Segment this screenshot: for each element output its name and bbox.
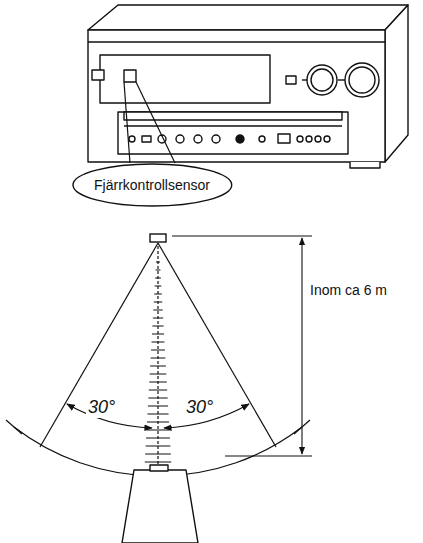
callout-bubble: Fjärrkontrollsensor xyxy=(72,163,233,207)
callout-lines xyxy=(124,82,175,163)
angle-label: 30° xyxy=(86,398,117,418)
remote-control xyxy=(122,465,198,543)
dimension xyxy=(172,236,312,456)
angle-label: 30° xyxy=(184,398,215,418)
receiver xyxy=(88,5,408,168)
sensor xyxy=(150,234,166,242)
ir-beam xyxy=(145,262,172,462)
range-fan xyxy=(6,243,310,476)
distance-label: Inom ca 6 m xyxy=(308,283,389,298)
callout-text: Fjärrkontrollsensor xyxy=(94,177,210,193)
